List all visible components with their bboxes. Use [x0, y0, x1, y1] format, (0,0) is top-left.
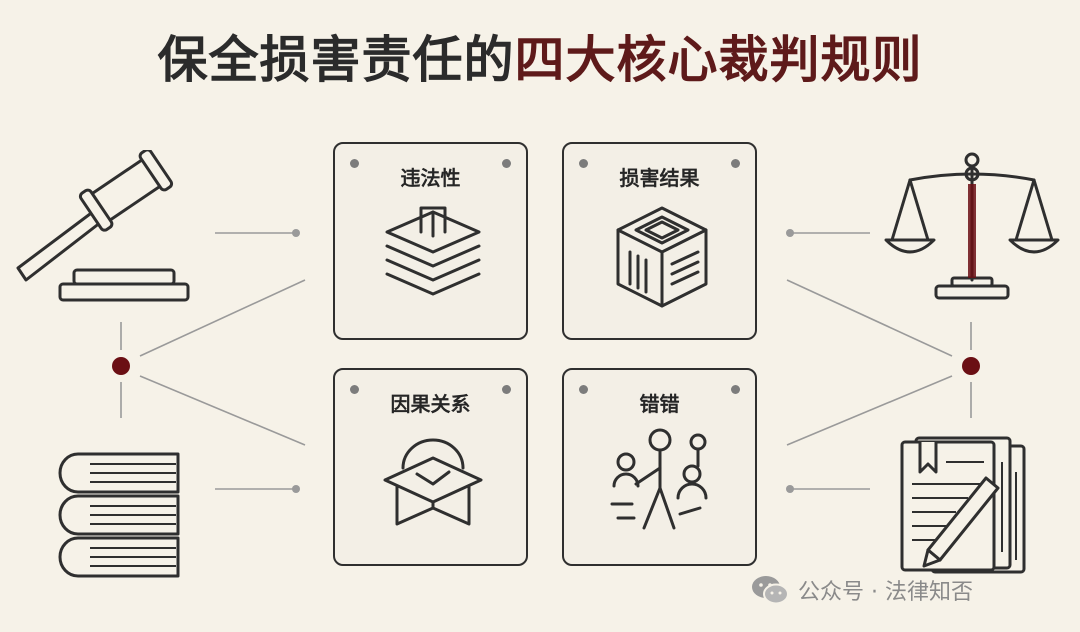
card-damage-result: 损害结果	[562, 142, 757, 340]
title-part-1: 保全损害责任的	[157, 31, 515, 89]
watermark-text: 公众号 · 法律知否	[798, 580, 973, 605]
card-label: 损害结果	[619, 166, 700, 190]
rivet-icon	[731, 159, 740, 168]
rivet-icon	[579, 385, 588, 394]
gavel-icon	[16, 150, 190, 302]
card-label: 违法性	[400, 166, 461, 190]
scales-icon	[884, 152, 1060, 300]
card-label: 错错	[639, 392, 680, 416]
card-label: 因果关系	[390, 392, 471, 416]
page-title: 保全损害责任的四大核心裁判规则	[0, 24, 1080, 96]
left-hub-node	[112, 357, 130, 375]
rivet-icon	[731, 385, 740, 394]
cube-icon	[616, 206, 708, 308]
rivet-icon	[350, 385, 359, 394]
rivet-icon	[502, 159, 511, 168]
people-network-icon	[610, 428, 708, 530]
card-illegality: 违法性	[333, 142, 528, 340]
graduation-cap-icon	[383, 438, 483, 526]
rivet-icon	[579, 159, 588, 168]
watermark: 公众号 · 法律知否	[750, 572, 973, 608]
right-hub-node	[962, 357, 980, 375]
card-fault: 错错	[562, 368, 757, 566]
books-icon	[58, 452, 180, 578]
title-part-2: 四大核心裁判规则	[514, 31, 923, 89]
rivet-icon	[350, 159, 359, 168]
document-pen-icon	[900, 436, 1026, 574]
rivet-icon	[502, 385, 511, 394]
wechat-icon	[752, 576, 789, 605]
card-causation: 因果关系	[333, 368, 528, 566]
layered-stack-icon	[385, 206, 481, 296]
